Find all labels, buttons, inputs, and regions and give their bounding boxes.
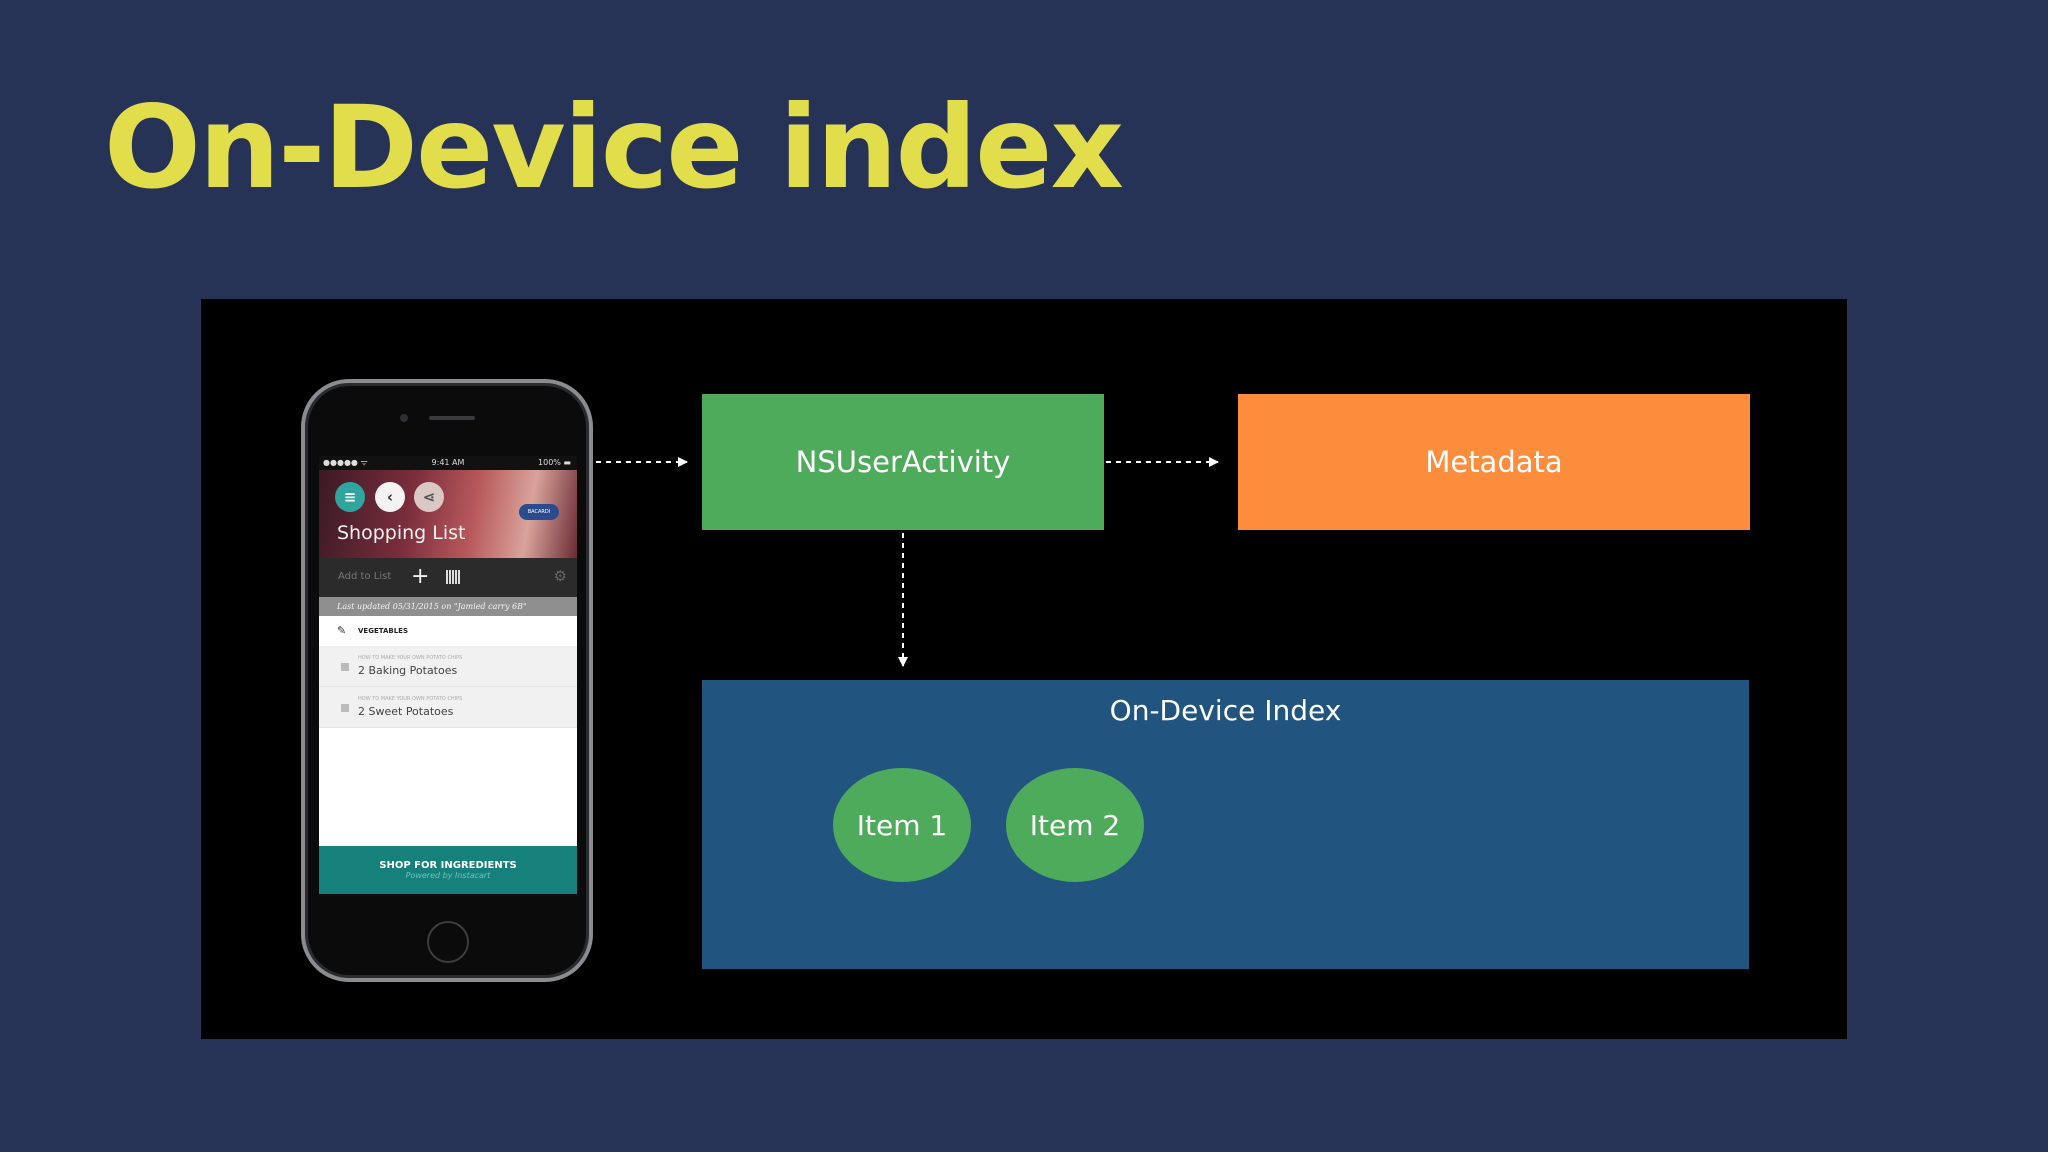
item-node: Item 2 <box>1006 768 1144 882</box>
last-updated-text: Last updated 05/31/2015 on "Jamied carry… <box>319 597 577 616</box>
metadata-box: Metadata <box>1238 394 1750 530</box>
connector-arrows <box>596 457 1219 667</box>
list-item[interactable]: HOW TO MAKE YOUR OWN POTATO CHIPS 2 Swee… <box>319 687 577 728</box>
section-header: ✎ VEGETABLES <box>319 616 577 646</box>
add-to-list-input[interactable]: Add to List <box>338 571 392 582</box>
item-name: 2 Sweet Potatoes <box>358 705 454 718</box>
signal-icon: ●●●●● ᯤ <box>323 458 368 467</box>
gear-icon[interactable]: ⚙ <box>553 567 567 585</box>
battery-icon: 100% ▬ <box>538 458 571 467</box>
add-to-list-bar: Add to List + ⚙ <box>319 558 577 597</box>
nsuseractivity-box: NSUserActivity <box>702 394 1104 530</box>
speaker-grille <box>429 416 475 420</box>
on-device-index-box: On-Device Index Item 1 Item 2 <box>702 680 1749 969</box>
share-icon[interactable]: ⋖ <box>414 482 444 512</box>
plus-icon[interactable]: + <box>411 564 430 589</box>
checkbox[interactable] <box>341 704 349 712</box>
shop-label: SHOP FOR INGREDIENTS <box>379 860 517 871</box>
status-time: 9:41 AM <box>431 458 465 467</box>
item-node: Item 1 <box>833 768 971 882</box>
item-recipe: HOW TO MAKE YOUR OWN POTATO CHIPS <box>358 696 463 702</box>
slide-title: On-Device index <box>104 81 1124 214</box>
index-title: On-Device Index <box>1109 694 1342 727</box>
diagram-stage: ●●●●● ᯤ 9:41 AM 100% ▬ ≡ ‹ ⋖ BACARDI Sho… <box>201 299 1847 1039</box>
section-label: VEGETABLES <box>358 627 408 635</box>
home-button <box>427 921 469 963</box>
list-header: ≡ ‹ ⋖ BACARDI Shopping List <box>319 470 577 558</box>
shop-for-ingredients-button[interactable]: SHOP FOR INGREDIENTS Powered by Instacar… <box>319 846 577 894</box>
brand-logo: BACARDI <box>519 504 559 520</box>
status-bar: ●●●●● ᯤ 9:41 AM 100% ▬ <box>319 456 577 470</box>
phone-screen: ●●●●● ᯤ 9:41 AM 100% ▬ ≡ ‹ ⋖ BACARDI Sho… <box>319 456 577 894</box>
barcode-icon[interactable] <box>446 570 461 584</box>
phone: ●●●●● ᯤ 9:41 AM 100% ▬ ≡ ‹ ⋖ BACARDI Sho… <box>301 379 593 982</box>
shop-sublabel: Powered by Instacart <box>405 871 491 880</box>
knife-icon: ✎ <box>337 624 347 637</box>
list-item[interactable]: HOW TO MAKE YOUR OWN POTATO CHIPS 2 Baki… <box>319 646 577 687</box>
checkbox[interactable] <box>341 663 349 671</box>
item-name: 2 Baking Potatoes <box>358 664 458 677</box>
list-title: Shopping List <box>337 522 466 544</box>
menu-icon[interactable]: ≡ <box>335 482 365 512</box>
back-icon[interactable]: ‹ <box>375 482 405 512</box>
item-recipe: HOW TO MAKE YOUR OWN POTATO CHIPS <box>358 655 463 661</box>
camera-icon <box>400 414 408 422</box>
